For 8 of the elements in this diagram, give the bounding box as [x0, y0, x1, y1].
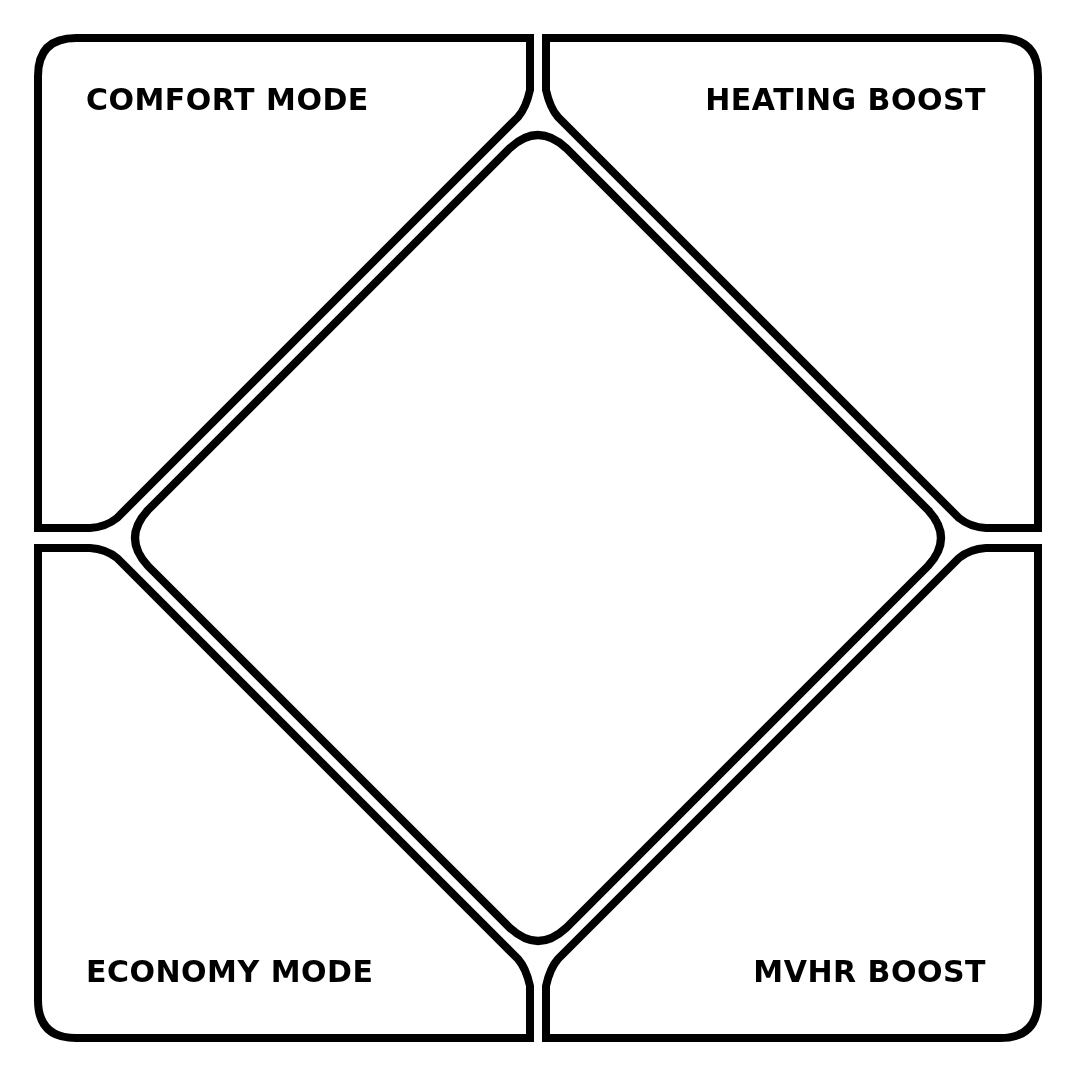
quadrant-button [542, 34, 1042, 534]
quadrant-button [34, 34, 534, 534]
quadrant-button [34, 542, 534, 1042]
mode-label: MVHR BOOST [753, 955, 986, 989]
mode-label: HEATING BOOST [705, 83, 986, 117]
mode-label: COMFORT MODE [86, 83, 369, 117]
mode-label: ECONOMY MODE [86, 955, 374, 989]
quadrant-button [542, 542, 1042, 1042]
